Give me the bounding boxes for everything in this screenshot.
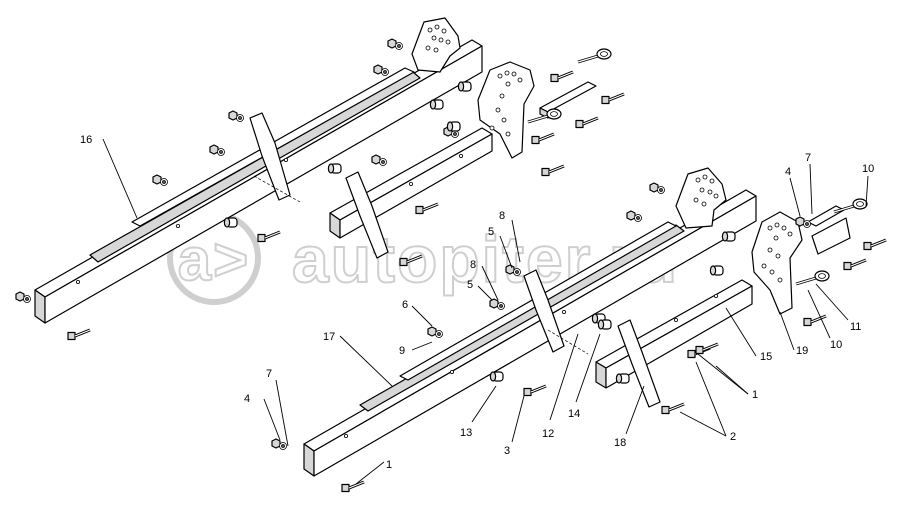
upper-front-end-plate (477, 61, 535, 159)
callout-16: 16 (80, 134, 92, 146)
upper-nut (209, 144, 226, 157)
callout-15: 15 (760, 351, 772, 363)
upper-bushing (429, 99, 444, 110)
lower-hitch-pin (794, 269, 831, 286)
callout-4-lower: 4 (244, 393, 250, 405)
callout-8-upper: 8 (499, 210, 505, 222)
upper-bolt (574, 116, 600, 129)
upper-nut (373, 64, 390, 77)
upper-nut (228, 110, 245, 123)
lower-mid-bracket (523, 269, 565, 353)
lower-bolt (802, 314, 828, 327)
upper-bolt (414, 202, 440, 215)
lower-bracket-plate (617, 319, 661, 408)
callout-19: 19 (796, 345, 808, 357)
upper-bushing (327, 163, 342, 174)
upper-bushing (446, 121, 461, 132)
lower-front-end-plate (751, 211, 803, 315)
upper-nut (152, 174, 169, 187)
lower-bolt (694, 342, 720, 355)
callouts: 16 17 15 19 18 10 11 10 4 7 8 5 8 5 6 9 (80, 134, 874, 485)
lower-bushing (615, 373, 630, 384)
lower-bolt (340, 480, 366, 493)
callout-4-upper: 4 (785, 166, 791, 178)
callout-7-lower: 7 (266, 368, 272, 380)
callout-6: 6 (402, 299, 408, 311)
upper-bushing (457, 81, 472, 92)
callout-18: 18 (614, 437, 626, 449)
lower-nut (626, 210, 643, 223)
upper-frame-assembly (15, 17, 626, 341)
callout-7-upper: 7 (805, 152, 811, 164)
upper-rear-end-plate (411, 17, 461, 73)
lower-bolt (842, 258, 868, 271)
lower-bushing (489, 371, 504, 382)
callout-1-left: 1 (386, 459, 392, 471)
lower-nut (427, 326, 444, 339)
callout-2: 2 (730, 431, 736, 443)
callout-10-upper: 10 (862, 163, 874, 175)
callout-3: 3 (504, 445, 510, 457)
upper-bolt (530, 132, 556, 145)
callout-5-upper: 5 (488, 226, 494, 238)
upper-cross-tube (539, 81, 597, 113)
upper-bolt (600, 92, 626, 105)
upper-nut (15, 291, 32, 304)
lower-bushing (709, 265, 724, 276)
callout-1-right: 1 (752, 389, 758, 401)
lower-frame-assembly (271, 167, 888, 493)
upper-bolt (66, 328, 92, 341)
upper-bracket-plate-a (249, 112, 291, 201)
callout-5-lower: 5 (467, 279, 473, 291)
upper-bolt (549, 70, 575, 83)
lower-nut (489, 298, 506, 311)
upper-nut (387, 38, 404, 51)
callout-10-lower: 10 (830, 339, 842, 351)
lower-nut (271, 438, 288, 451)
upper-bolt (540, 164, 566, 177)
upper-hitch-pin (576, 47, 613, 64)
lower-nut (649, 182, 666, 195)
callout-17: 17 (323, 331, 335, 343)
callout-11: 11 (850, 321, 861, 333)
lower-rear-end-plate (675, 167, 727, 229)
callout-12: 12 (542, 428, 554, 440)
lower-bushing (597, 319, 612, 330)
upper-bushing (223, 217, 238, 228)
upper-nut (371, 154, 388, 167)
upper-bracket-plate-b (345, 171, 389, 259)
upper-bolt (256, 230, 282, 243)
callout-8-lower: 8 (470, 259, 476, 271)
lower-bolt (862, 238, 888, 251)
lower-bolt (522, 384, 548, 397)
lower-bushing (721, 231, 736, 242)
callout-13: 13 (460, 427, 472, 439)
callout-14: 14 (568, 408, 580, 420)
callout-9: 9 (399, 345, 405, 357)
lower-hitch-pin (832, 197, 869, 214)
